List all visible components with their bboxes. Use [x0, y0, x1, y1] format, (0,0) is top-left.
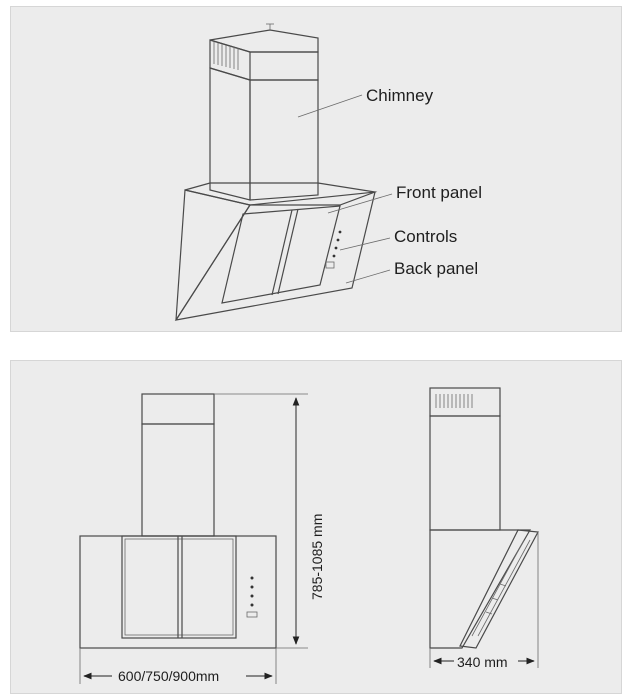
depth-label-bg: [454, 652, 518, 670]
chimney-leader: [297, 94, 363, 118]
controls-buttons: [325, 230, 342, 269]
front-view-controls: [246, 576, 258, 618]
controls-leader: [339, 237, 391, 251]
label-controls: Controls: [394, 227, 457, 246]
height-dimension-label: 785-1085 mm: [309, 514, 325, 600]
front-panel-glass: [174, 191, 376, 321]
chimney-vent-box: [209, 23, 319, 81]
width-dimension-label: 600/750/900mm: [118, 668, 219, 684]
dimensions-diagram-panel: [10, 360, 622, 694]
parts-diagram-panel: [10, 6, 622, 332]
depth-dimension-label: 340 mm: [457, 654, 508, 670]
label-chimney: Chimney: [366, 86, 434, 105]
label-front-panel: Front panel: [396, 183, 482, 202]
label-back-panel: Back panel: [394, 259, 478, 278]
side-view-drawing: [429, 387, 539, 668]
chimney: [209, 67, 319, 201]
hood-canopy: [174, 182, 378, 321]
front-panel-leader: [327, 193, 393, 214]
back-panel-leader: [345, 269, 391, 284]
front-view-drawing: [79, 393, 308, 684]
hood-perspective-drawing: [174, 23, 393, 321]
width-label-bg: [112, 667, 246, 685]
